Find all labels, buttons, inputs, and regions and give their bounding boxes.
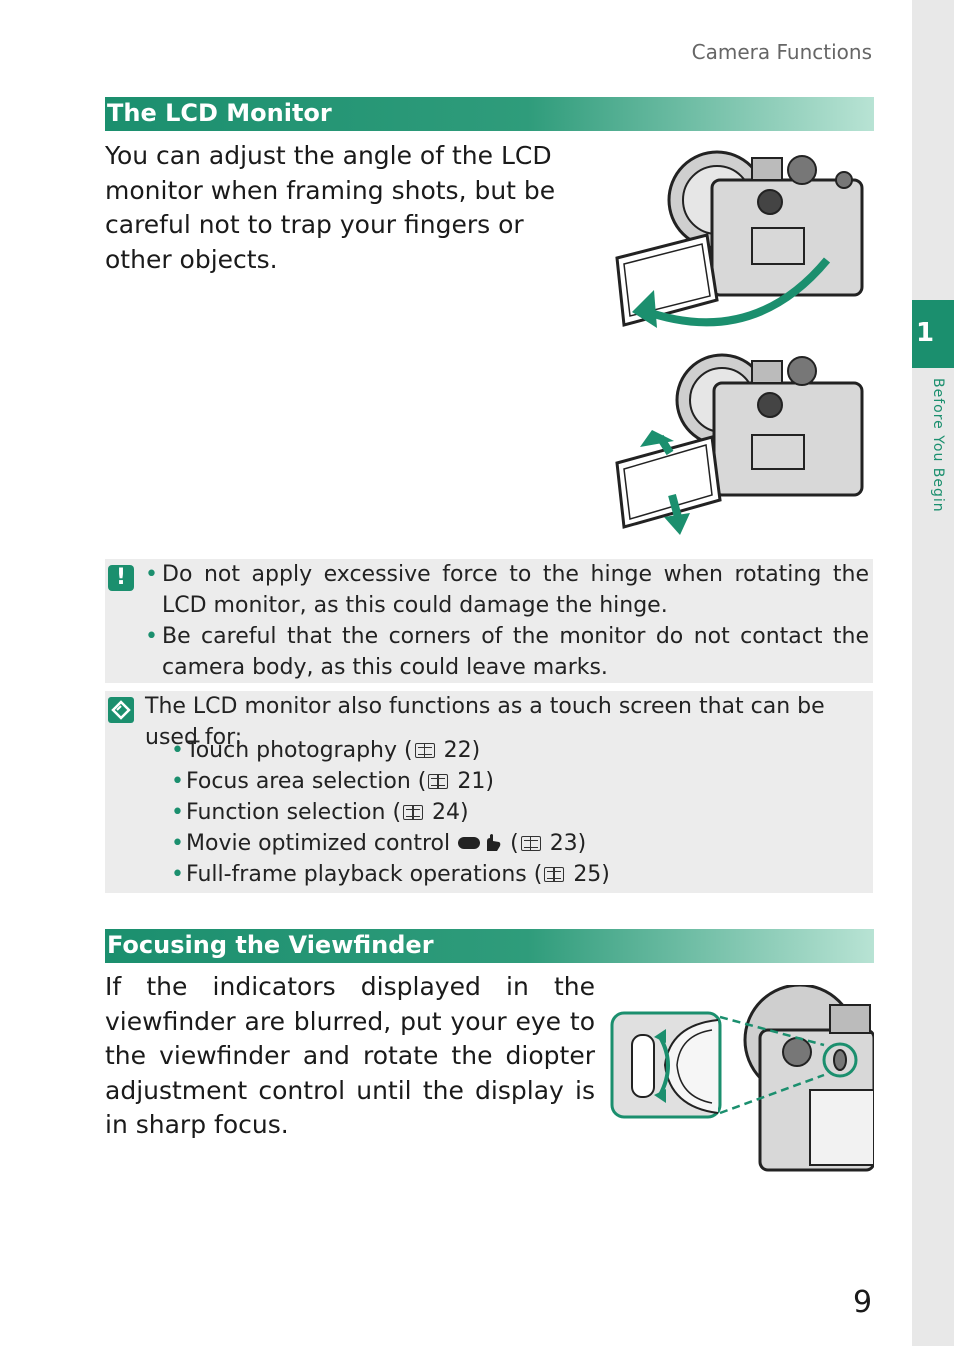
page-ref-link[interactable]: 24): [432, 800, 469, 825]
page-ref-icon: [544, 867, 565, 882]
caution-icon: !: [108, 565, 134, 591]
list-item: •Focus area selection ( 21): [171, 766, 771, 797]
bullet-icon: •: [171, 738, 184, 763]
caution-item: •Be careful that the corners of the moni…: [145, 621, 869, 683]
bullet-icon: •: [171, 862, 184, 887]
bullet-icon: •: [171, 800, 184, 825]
list-item: •Full-frame playback operations ( 25): [171, 859, 771, 890]
page-ref-link[interactable]: 21): [457, 769, 494, 794]
page-ref-link[interactable]: 25): [573, 862, 610, 887]
bullet-icon: •: [145, 624, 158, 649]
section-title: Focusing the Viewfinder: [107, 931, 434, 959]
lcd-body-text: You can adjust the angle of the LCD moni…: [105, 141, 556, 274]
chapter-sidebar: [912, 0, 954, 1346]
viewfinder-body-text: If the indicators displayed in the viewf…: [105, 972, 595, 1139]
chapter-title: Before You Begin: [930, 378, 946, 513]
chapter-number: 1: [916, 318, 935, 348]
list-item: •Touch photography ( 22): [171, 735, 771, 766]
memo-box: The LCD monitor also functions as a touc…: [105, 691, 873, 893]
movie-touch-control-icon: [458, 834, 501, 851]
list-item: •Movie optimized control ( 23): [171, 828, 771, 859]
memo-intro: The LCD monitor also functions as a touc…: [145, 694, 825, 750]
bullet-icon: •: [171, 769, 184, 794]
camera-monitor-tilt-illustration: [615, 353, 864, 535]
list-item: •Function selection ( 24): [171, 797, 771, 828]
camera-monitor-swivel-illustration: [615, 150, 864, 328]
section-heading-viewfinder: Focusing the Viewfinder: [105, 929, 874, 963]
chapter-tab[interactable]: [912, 300, 954, 368]
page-ref-link[interactable]: 22): [443, 738, 481, 763]
page-ref-icon: [414, 743, 435, 758]
running-header: Camera Functions: [691, 40, 872, 64]
diopter-adjustment-illustration: [610, 985, 874, 1172]
caution-item: •Do not apply excessive force to the hin…: [145, 559, 869, 621]
page-ref-link[interactable]: 23): [549, 831, 587, 856]
page-number: 9: [853, 1285, 873, 1320]
memo-icon: [108, 697, 134, 723]
bullet-icon: •: [145, 562, 158, 587]
section-heading-lcd: The LCD Monitor: [105, 97, 874, 131]
page-ref-icon: [428, 774, 449, 789]
caution-box: ! •Do not apply excessive force to the h…: [105, 559, 873, 683]
section-title: The LCD Monitor: [107, 99, 332, 127]
page-ref-icon: [520, 836, 541, 851]
bullet-icon: •: [171, 831, 184, 856]
page-ref-icon: [403, 805, 424, 820]
